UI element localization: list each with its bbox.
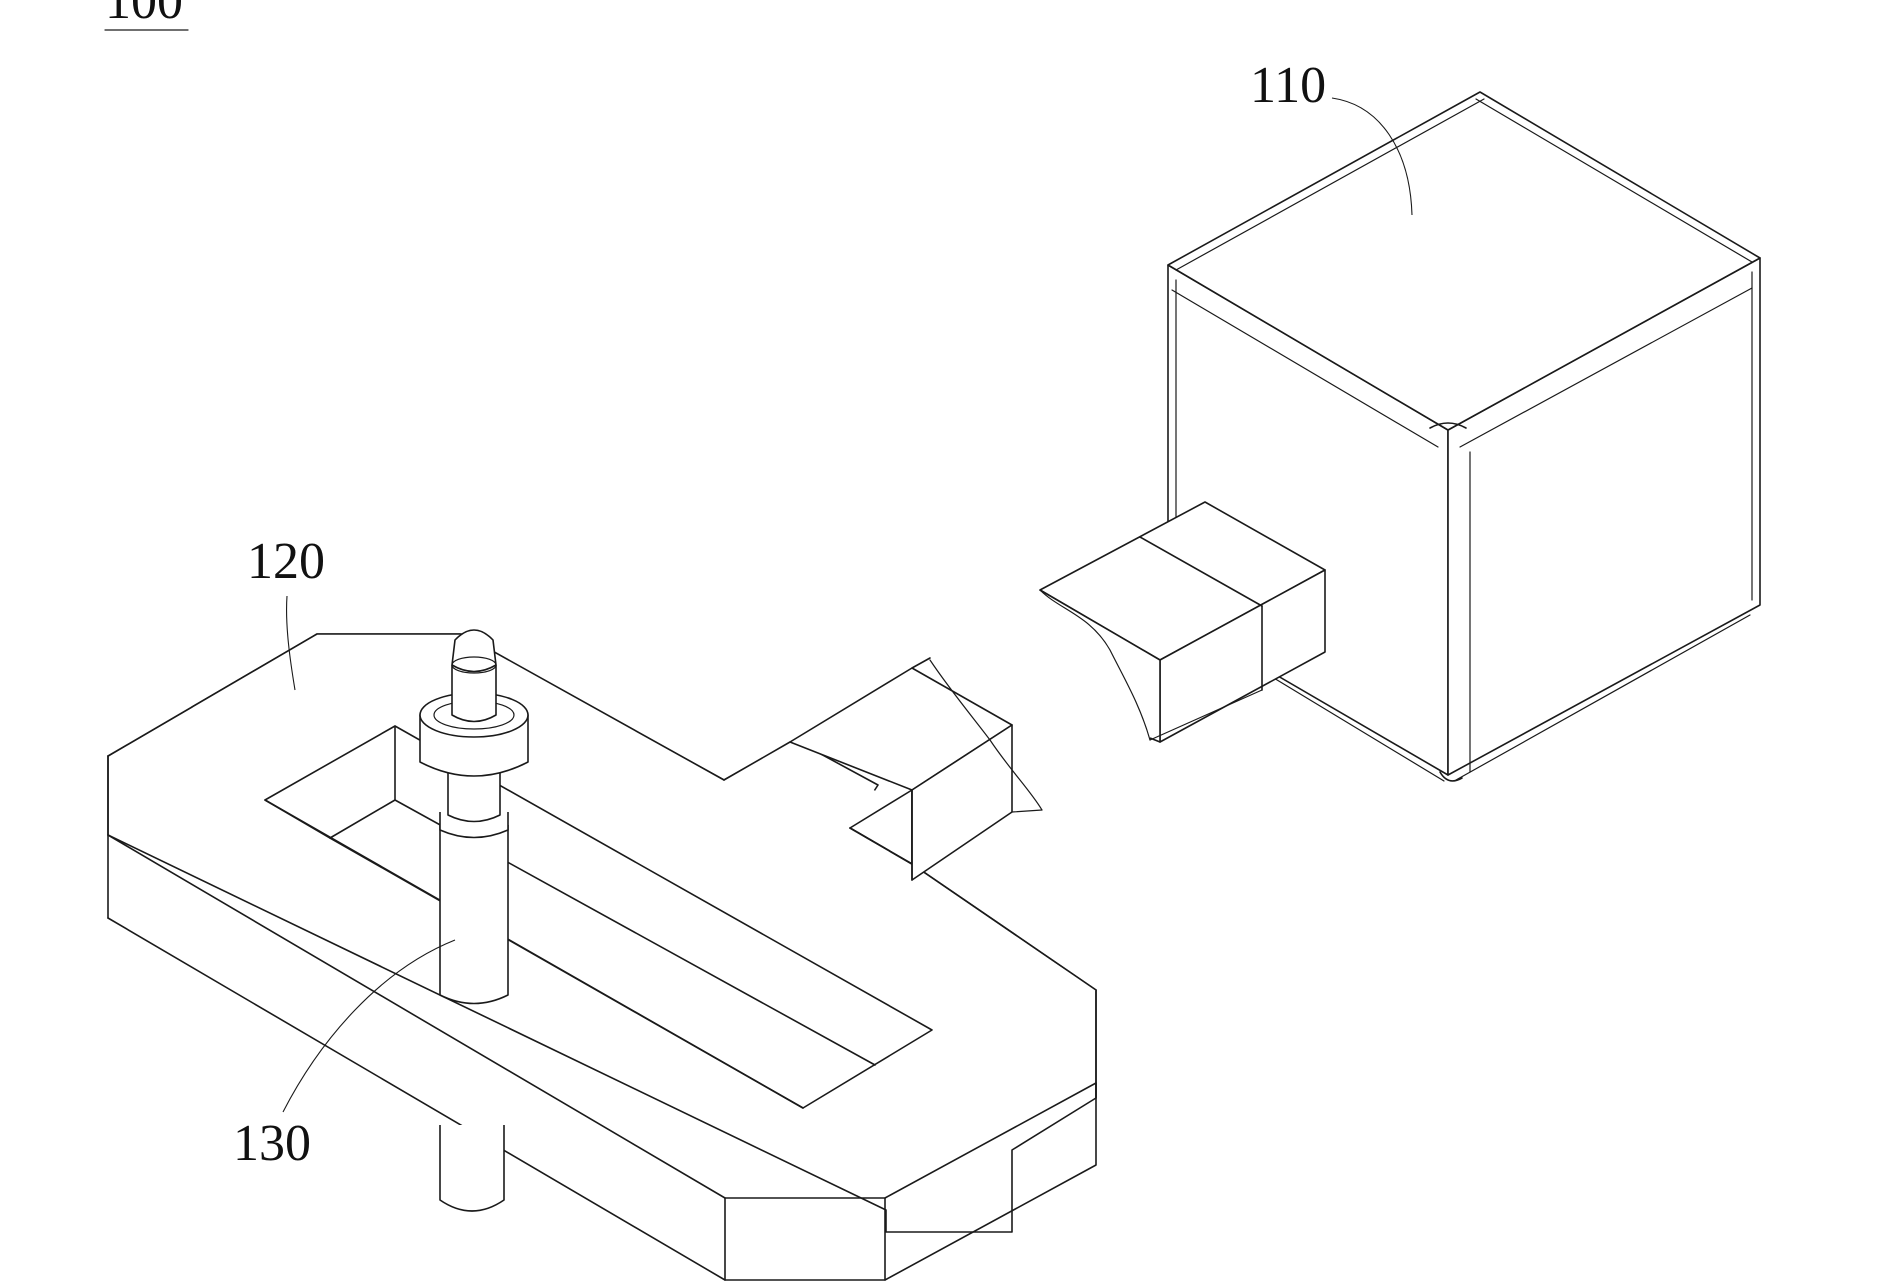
label-bracket: 120 (247, 533, 325, 590)
figure-reference-number: 100 (105, 0, 183, 30)
label-magnet: 110 (1250, 57, 1326, 114)
label-pin: 130 (233, 1115, 311, 1172)
